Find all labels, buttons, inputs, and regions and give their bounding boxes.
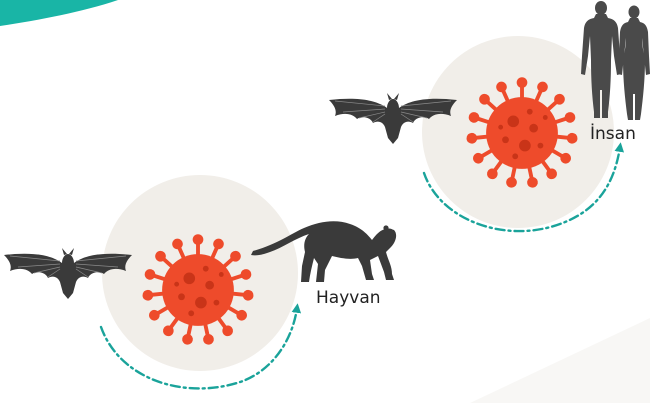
- animal-label: Hayvan: [316, 288, 381, 308]
- bottom-right-shape: [470, 318, 650, 403]
- human-label: İnsan: [590, 124, 636, 144]
- woman-silhouette-icon: [618, 6, 650, 121]
- top-left-accent: [0, 0, 118, 26]
